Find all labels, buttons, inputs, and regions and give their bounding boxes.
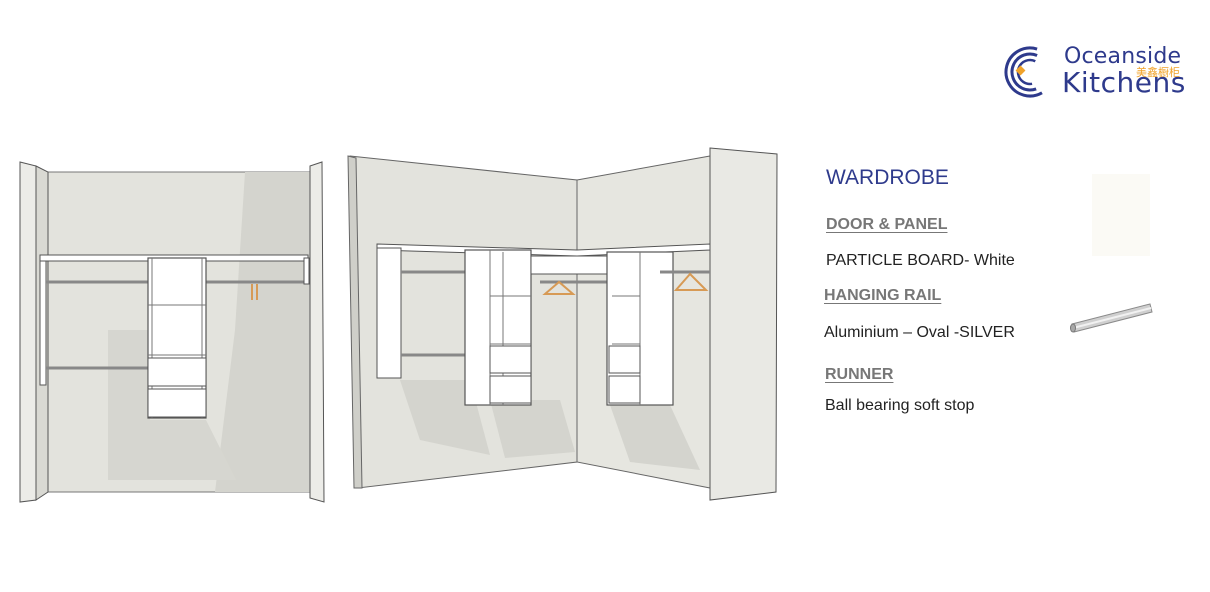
logo-name-line1: Oceanside	[1064, 44, 1182, 69]
section-door-panel-label: DOOR & PANEL	[826, 216, 948, 233]
corner-shelf	[530, 255, 608, 275]
end-wall	[709, 147, 778, 501]
section-door-panel-value: PARTICLE BOARD- White	[826, 252, 1015, 269]
wall-shadow	[610, 405, 700, 470]
section-runner-value: Ball bearing soft stop	[825, 397, 975, 414]
hanger-icon	[542, 280, 576, 295]
spec-title: WARDROBE	[826, 166, 949, 189]
silver-rail-swatch	[1070, 303, 1153, 333]
section-runner-label: RUNNER	[825, 366, 894, 383]
hanger-icon	[673, 272, 709, 291]
drawer	[147, 357, 207, 387]
drawer	[489, 345, 532, 374]
logo-swirl-icon	[1004, 46, 1056, 98]
section-hanging-rail-label: HANGING RAIL	[824, 287, 942, 304]
wall-shadow	[150, 420, 236, 480]
section-hanging-rail-value: Aluminium – Oval -SILVER	[824, 324, 1015, 341]
wall-shadow	[490, 400, 575, 458]
end-panel	[39, 260, 47, 386]
side-wall-right	[309, 161, 325, 503]
end-panel	[376, 247, 402, 379]
wardrobe-corner-drawing	[347, 147, 778, 501]
white-board-swatch	[1092, 174, 1150, 256]
drawer	[608, 345, 641, 374]
company-logo: Oceanside Kitchens 美鑫橱柜	[1002, 40, 1192, 102]
logo-chinese-name: 美鑫橱柜	[1136, 66, 1180, 79]
drawer	[147, 388, 207, 418]
wardrobe-straight-drawing	[19, 161, 325, 503]
wall-shadow	[215, 172, 310, 492]
drawer	[608, 375, 641, 404]
logo-name-line2: Kitchens	[1062, 66, 1186, 99]
drawer	[489, 375, 532, 404]
